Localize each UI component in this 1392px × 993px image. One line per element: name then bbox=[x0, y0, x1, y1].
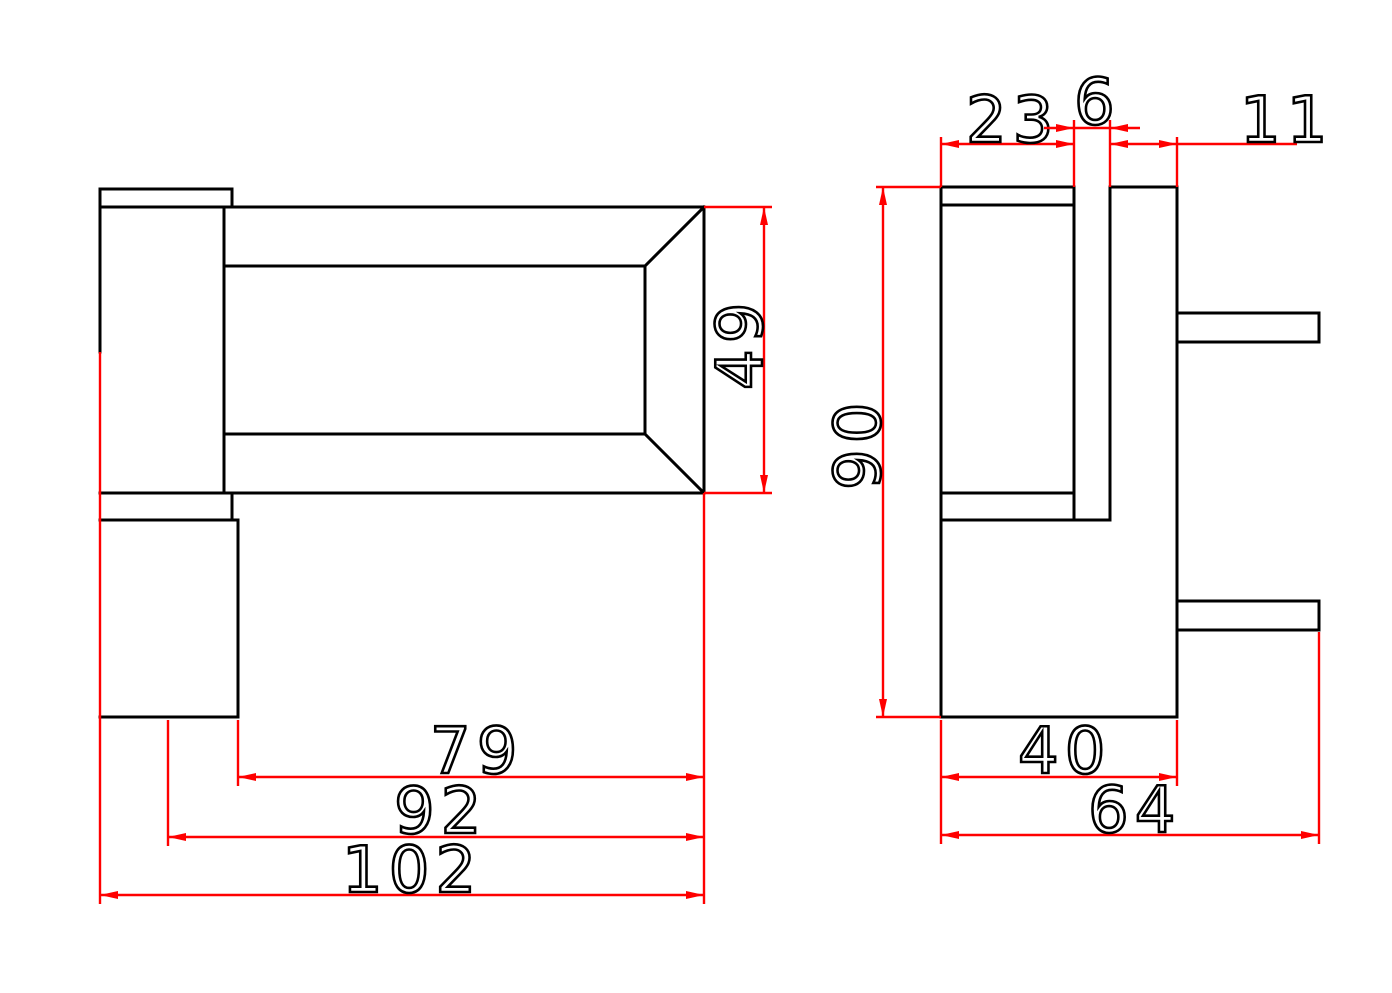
front-view bbox=[98, 187, 707, 719]
dim-6-label: 6 bbox=[1074, 66, 1121, 140]
leaf-inner-recess bbox=[222, 264, 647, 436]
leaf-bevel-bottom bbox=[642, 431, 707, 496]
side-right-body bbox=[939, 185, 1179, 719]
side-lower-pin bbox=[1175, 599, 1321, 632]
upper-knuckle-cap bbox=[98, 187, 234, 209]
side-left-block bbox=[939, 185, 1076, 522]
dim-11-label: 11 bbox=[1240, 84, 1333, 158]
leaf-outer bbox=[222, 205, 706, 495]
side-view-dimensions: 90 23 6 11 40 64 bbox=[821, 65, 1333, 850]
side-view bbox=[939, 185, 1321, 719]
dim-40-label: 40 bbox=[1018, 715, 1111, 789]
leaf-bevel-top bbox=[642, 204, 707, 269]
lower-knuckle bbox=[98, 518, 240, 719]
dim-64-label: 64 bbox=[1088, 774, 1181, 848]
dim-23-label: 23 bbox=[966, 84, 1059, 158]
side-upper-pin bbox=[1175, 311, 1321, 344]
dim-102-label: 102 bbox=[342, 834, 482, 908]
side-gap-slot bbox=[1072, 185, 1112, 522]
front-view-dimensions: 49 79 92 102 bbox=[98, 205, 779, 909]
dim-49-label: 49 bbox=[704, 297, 778, 390]
middle-collar bbox=[98, 491, 234, 522]
dim-92-label: 92 bbox=[394, 775, 487, 849]
dim-90-label: 90 bbox=[822, 397, 896, 490]
dim-79-label: 79 bbox=[430, 715, 523, 789]
